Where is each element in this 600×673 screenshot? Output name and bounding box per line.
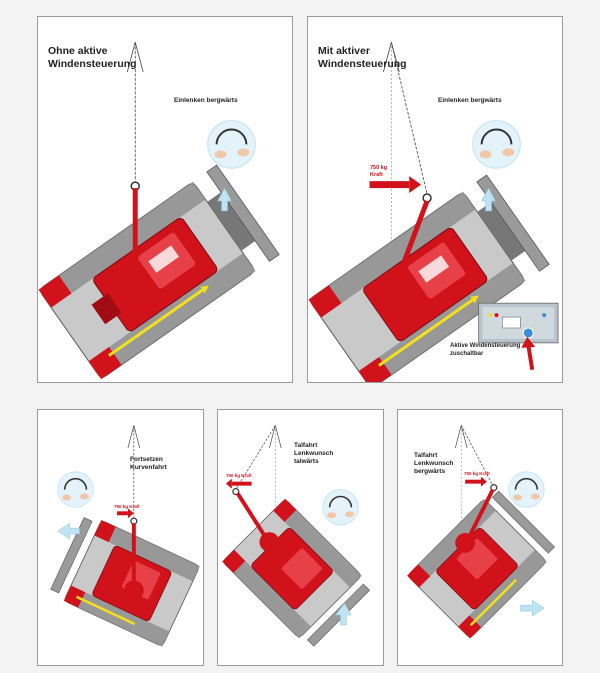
snowcat-diagram <box>398 410 562 665</box>
panel-label: Talfahrt Lenkwunsch bergwärts <box>414 452 453 476</box>
snowcat-diagram <box>38 17 292 382</box>
panel-title: Ohne aktive Windensteuerung <box>48 45 137 71</box>
force-label: 750 kg Kraft <box>226 473 252 480</box>
force-label: 750 kg Kraft <box>464 471 490 478</box>
panel-mit-windensteuerung: Mit aktiver Windensteuerung Einlenken be… <box>307 16 563 383</box>
force-arrow-icon <box>370 176 422 193</box>
panel-label: Einlenken bergwärts <box>438 97 502 105</box>
snowcat-machine <box>39 165 280 379</box>
steering-wheel-icon <box>509 472 545 508</box>
snowcat-diagram <box>308 17 562 382</box>
panel-label: Fortsetzen Kurvenfahrt <box>130 456 167 472</box>
force-label: 750 kg Kraft <box>370 165 387 178</box>
force-label: 750 kg Kraft <box>114 504 140 511</box>
panel-ohne-windensteuerung: Ohne aktive Windensteuerung Einlenken be… <box>37 16 293 383</box>
direction-arrow-icon <box>521 600 545 616</box>
panel-talfahrt-talwaerts: Talfahrt Lenkwunsch talwärts 750 kg Kraf… <box>217 409 384 666</box>
steering-wheel-icon <box>208 121 256 169</box>
steering-wheel-icon <box>473 121 521 169</box>
panel-label: Talfahrt Lenkwunsch talwärts <box>294 442 333 466</box>
inset-label: Aktive Windensteuerung zuschaltbar <box>450 343 520 358</box>
panel-label: Einlenken bergwärts <box>174 97 238 105</box>
panel-title: Mit aktiver Windensteuerung <box>318 45 407 71</box>
snowcat-diagram <box>38 410 203 665</box>
steering-wheel-icon <box>58 472 94 508</box>
panel-talfahrt-bergwaerts: Talfahrt Lenkwunsch bergwärts 750 kg Kra… <box>397 409 563 666</box>
panel-fortsetzen-kurvenfahrt: Fortsetzen Kurvenfahrt 750 kg Kraft <box>37 409 204 666</box>
force-arrow-icon <box>465 477 487 487</box>
force-arrow-icon <box>226 479 252 489</box>
steering-wheel-icon <box>323 490 359 526</box>
control-panel-icon <box>479 303 558 343</box>
